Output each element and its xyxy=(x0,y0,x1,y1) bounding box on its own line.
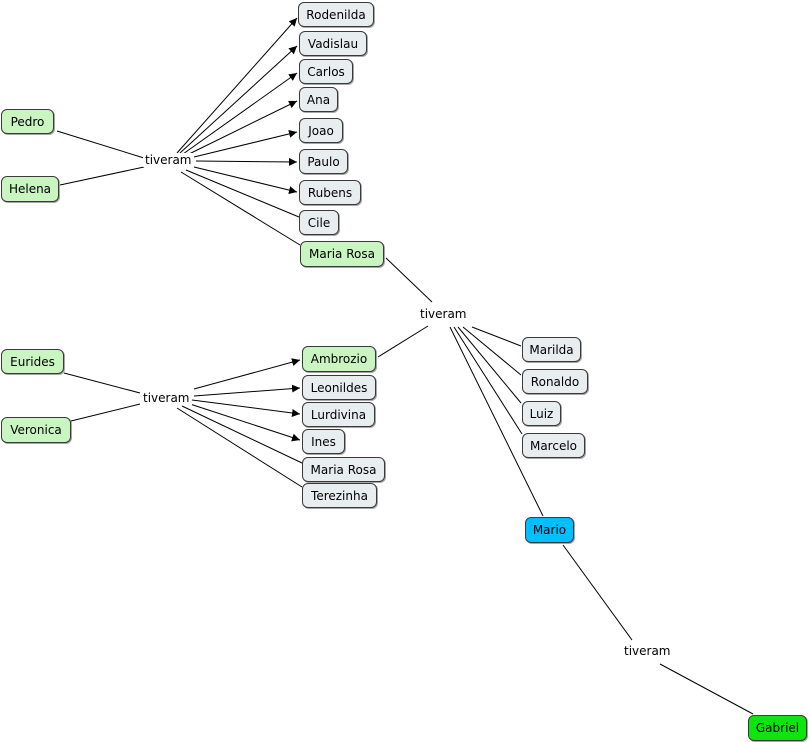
node-pedro[interactable]: Pedro xyxy=(1,109,54,134)
edge-tiveram-vadislau xyxy=(179,45,298,154)
edge-tiveram-maria-rosa xyxy=(180,171,301,246)
node-rubens[interactable]: Rubens xyxy=(299,180,361,205)
node-maria-rosa-1[interactable]: Maria Rosa xyxy=(300,241,384,267)
node-carlos[interactable]: Carlos xyxy=(299,59,353,84)
edge-tiveram-ana xyxy=(186,100,298,156)
node-ana[interactable]: Ana xyxy=(299,87,338,112)
edge-maria-rosa-tiveram xyxy=(385,257,433,303)
edge-mario-tiveram xyxy=(562,544,633,641)
edge-tiveram-gabriel xyxy=(659,663,754,715)
edge-pedro-tiveram xyxy=(56,130,145,159)
node-helena[interactable]: Helena xyxy=(1,176,59,202)
node-mario[interactable]: Mario xyxy=(525,517,574,543)
node-maria-rosa-2[interactable]: Maria Rosa xyxy=(302,457,385,482)
edge-tiveram-cile xyxy=(185,169,300,218)
edge-tiveram-ambrozio xyxy=(193,358,301,390)
node-ronaldo[interactable]: Ronaldo xyxy=(522,369,588,394)
edge-tiveram-paulo xyxy=(195,157,298,166)
edge-tiveram-rubens xyxy=(193,166,298,195)
node-veronica[interactable]: Veronica xyxy=(1,417,71,443)
edge-tiveram-mario xyxy=(449,326,544,517)
edge-eurides-tiveram xyxy=(63,372,141,394)
link-tiveram-1[interactable]: tiveram xyxy=(143,153,194,167)
node-cile[interactable]: Cile xyxy=(299,210,339,235)
edge-tiveram-lurdivina xyxy=(191,399,301,417)
node-ambrozio[interactable]: Ambrozio xyxy=(302,346,376,372)
node-marilda[interactable]: Marilda xyxy=(522,337,581,362)
link-tiveram-2[interactable]: tiveram xyxy=(418,307,469,321)
node-terezinha[interactable]: Terezinha xyxy=(302,483,377,508)
edge-tiveram-ines xyxy=(189,403,301,442)
edge-tiveram-leonildes xyxy=(193,384,301,397)
edge-veronica-tiveram xyxy=(70,403,141,422)
node-eurides[interactable]: Eurides xyxy=(1,349,64,374)
edge-ambrozio-tiveram xyxy=(377,325,429,358)
node-marcelo[interactable]: Marcelo xyxy=(522,433,585,458)
edge-tiveram-ronaldo xyxy=(462,326,522,376)
edge-helena-tiveram xyxy=(59,166,145,186)
link-tiveram-4[interactable]: tiveram xyxy=(622,644,673,658)
link-tiveram-3[interactable]: tiveram xyxy=(141,391,192,405)
node-joao[interactable]: Joao xyxy=(299,118,343,143)
node-leonildes[interactable]: Leonildes xyxy=(302,375,376,400)
node-gabriel[interactable]: Gabriel xyxy=(748,715,807,741)
edge-tiveram-maria-rosa-2 xyxy=(181,405,303,464)
edge-tiveram-rodenilda xyxy=(176,17,298,154)
edge-tiveram-marilda xyxy=(471,326,522,347)
edge-tiveram-joao xyxy=(193,129,298,158)
node-lurdivina[interactable]: Lurdivina xyxy=(302,402,375,427)
edge-tiveram-terezinha xyxy=(176,407,303,488)
edge-tiveram-marcelo xyxy=(453,326,523,435)
node-vadislau[interactable]: Vadislau xyxy=(299,31,367,56)
node-rodenilda[interactable]: Rodenilda xyxy=(298,2,374,27)
edge-tiveram-luiz xyxy=(457,326,522,404)
node-ines[interactable]: Ines xyxy=(302,429,345,454)
node-luiz[interactable]: Luiz xyxy=(522,401,561,426)
edge-tiveram-carlos xyxy=(182,72,298,155)
node-paulo[interactable]: Paulo xyxy=(299,149,348,174)
